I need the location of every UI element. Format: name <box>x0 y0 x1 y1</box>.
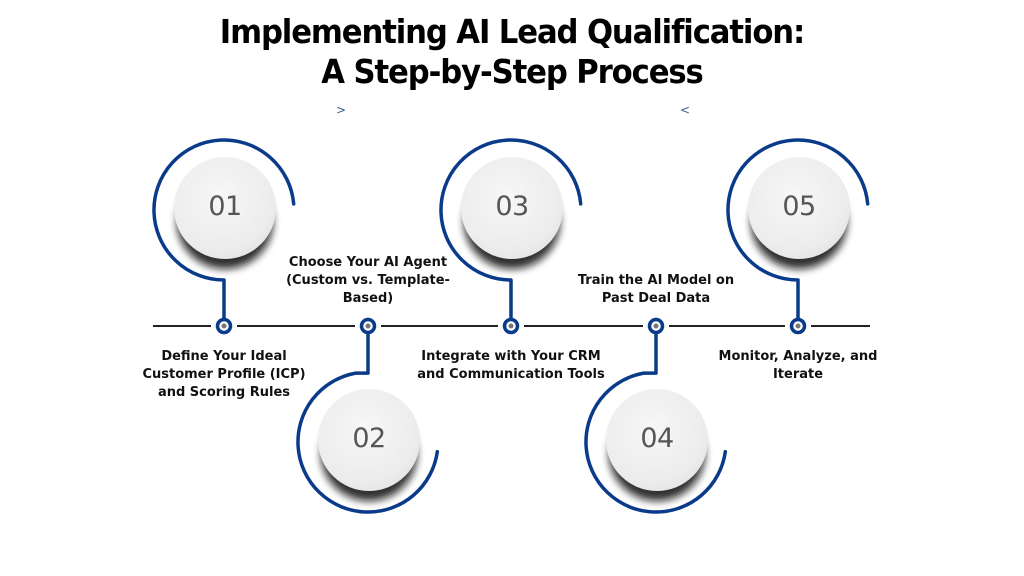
title-line-1: Implementing AI Lead Qualification: <box>219 12 806 51</box>
timeline-node-dot <box>653 323 659 329</box>
step-circle <box>461 157 563 259</box>
step-label: Train the AI Model on Past Deal Data <box>577 273 735 306</box>
connector-arc <box>296 332 440 514</box>
step-number: 05 <box>782 191 816 222</box>
step-label: Define Your Ideal Customer Profile (ICP)… <box>142 349 306 400</box>
connector-arc <box>439 138 583 320</box>
title-line-2: A Step-by-Step Process <box>321 52 704 91</box>
step-number: 03 <box>495 191 529 222</box>
connector-arc <box>726 138 870 320</box>
chevron-left-icon: < <box>680 103 691 117</box>
step-number: 04 <box>640 423 674 454</box>
connector-arc <box>584 332 728 514</box>
step-circle <box>606 389 708 491</box>
step-circle <box>318 389 420 491</box>
chevron-right-icon: > <box>336 103 347 117</box>
page-title: Implementing AI Lead Qualification: A St… <box>36 12 988 92</box>
connector-arc <box>152 138 296 320</box>
step-5 <box>726 138 870 335</box>
timeline-node-dot <box>221 323 227 329</box>
timeline-node-dot <box>795 323 801 329</box>
step-label: Choose Your AI Agent (Custom vs. Templat… <box>286 255 450 306</box>
step-label: Integrate with Your CRM and Communicatio… <box>417 349 605 382</box>
step-circle <box>174 157 276 259</box>
step-label: Monitor, Analyze, and Iterate <box>718 349 878 382</box>
step-4 <box>584 317 728 514</box>
step-number: 02 <box>352 423 386 454</box>
step-1 <box>152 138 296 335</box>
step-circle <box>748 157 850 259</box>
step-number: 01 <box>208 191 242 222</box>
timeline-node-dot <box>508 323 514 329</box>
step-2 <box>296 317 440 514</box>
timeline-node-dot <box>365 323 371 329</box>
step-3 <box>439 138 583 335</box>
